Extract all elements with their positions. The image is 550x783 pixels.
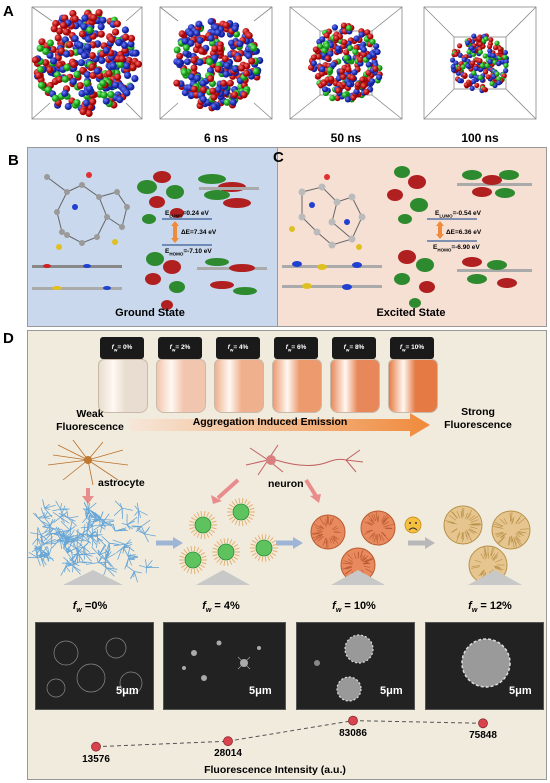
box-6ns [159,6,273,120]
aie-label: Aggregation Induced Emission [192,416,348,428]
fw-label-4: fw = 4% [202,600,240,615]
vial-body-5 [388,359,438,413]
vial-cap-4: fw= 8% [332,337,376,359]
panel-a-letter: A [3,3,14,20]
sem-scale-12: 5μm [509,685,532,697]
time-label-0ns: 0 ns [75,131,100,145]
strong-label-line1: Strong [461,406,495,418]
time-label-100ns: 100 ns [461,131,499,145]
ground-state-orbitals [32,171,267,310]
time-label-6ns: 6 ns [203,131,228,145]
intensity-value-2: 83086 [339,727,367,739]
sem-scale-10: 5μm [380,685,403,697]
sem-scale-4: 5μm [249,685,272,697]
intensity-segment-0 [95,740,229,748]
sem-image-4: 5μm [163,622,286,710]
intensity-segment-1 [227,720,354,742]
ground-state-label: Ground State [115,307,185,319]
vial-cap-3: fw= 6% [274,337,318,359]
sem-image-0: 5μm [35,622,154,710]
fw-label-12: fw = 12% [468,600,512,615]
intensity-value-3: 75848 [469,730,497,742]
vial-cap-2: fw= 4% [216,337,260,359]
neuron-label: neuron [268,478,304,490]
intensity-point-3 [478,718,488,729]
strong-label-line2: Fluorescence [444,419,512,431]
intensity-axis-label: Fluorescence Intensity (a.u.) [204,764,346,776]
intensity-point-1 [223,736,233,747]
intensity-point-2 [348,715,358,726]
intensity-value-1: 28014 [214,748,242,760]
vial-cap-1: fw= 2% [158,337,202,359]
intensity-plot [91,715,488,752]
vial-body-4 [330,359,380,413]
neuron-icon [245,444,364,476]
vial-body-2 [214,359,264,413]
panel-b-letter: B [8,152,19,169]
box-0ns [31,6,143,120]
intensity-point-0 [91,741,101,752]
weak-fluorescence-label: Weak Fluorescence [45,408,135,434]
vial-cap-0: fw= 0% [100,337,144,359]
ground-gap-label: ΔE=7.34 eV [181,229,217,236]
weak-label-line1: Weak [76,408,104,420]
ground-homo-label: EHOMO=-7.10 eV [165,248,212,257]
excited-homo-label: EHOMO=-6.90 eV [433,244,480,253]
sem-scale-0: 5μm [116,685,139,697]
md-snapshots [31,6,537,120]
time-label-50ns: 50 ns [330,131,362,145]
intensity-value-0: 13576 [82,753,110,765]
sem-image-12: 5μm [425,622,544,710]
vial-body-3 [272,359,322,413]
vial-body-1 [156,359,206,413]
sad-face-icon [404,516,422,534]
fw-label-10: fw = 10% [332,600,376,615]
ground-lumo-label: ELUMO=0.24 eV [165,210,209,219]
strong-fluorescence-label: Strong Fluorescence [428,406,528,432]
excited-lumo-label: ELUMO=-0.54 eV [435,210,481,219]
assembly-illustration [28,440,531,585]
astrocyte-label: astrocyte [98,477,145,489]
vial-body-0 [98,359,148,413]
excited-gap-label: ΔE=6.36 eV [446,229,482,236]
panel-c-letter: C [273,149,284,166]
fw-label-0: fw =0% [72,600,108,615]
intensity-segment-2 [352,720,484,724]
excited-state-orbitals [282,166,532,308]
aie-arrow [130,413,430,437]
sem-image-10: 5μm [296,622,415,710]
vial-cap-5: fw= 10% [390,337,434,359]
excited-state-label: Excited State [376,307,446,319]
panel-d-letter: D [3,330,14,347]
weak-label-line2: Fluorescence [56,421,124,433]
astrocyte-icon [47,440,129,486]
